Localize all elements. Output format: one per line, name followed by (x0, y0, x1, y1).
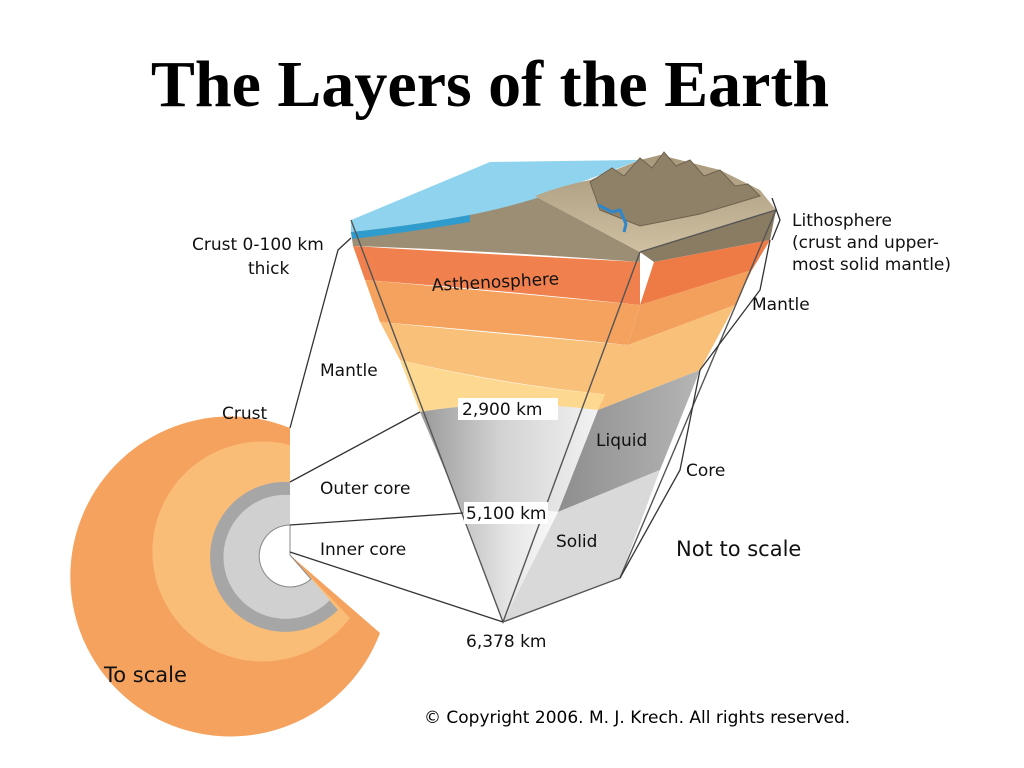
labels: Crust 0-100 km thick Lithosphere (crust … (103, 211, 951, 728)
wedge-left-mid-mantle (380, 322, 628, 395)
inner-core-leader-bottom (289, 551, 504, 623)
wedge-right-asthenosphere (640, 240, 770, 305)
mantle-bracket (699, 239, 771, 371)
wedge-left-asthenosphere (353, 246, 640, 305)
depth-2900-label: 2,900 km (462, 400, 542, 420)
crust-thickness-label-line1: Crust 0-100 km (192, 235, 324, 255)
mantle-left-label: Mantle (320, 361, 378, 381)
leader-lines (289, 197, 781, 623)
mountain-range (589, 151, 761, 227)
copyright-notice: © Copyright 2006. M. J. Krech. All right… (424, 708, 850, 728)
wedge-left-crust (351, 196, 640, 262)
inner-core-leader-top (289, 512, 464, 526)
lithosphere-label-line2: (crust and upper- (792, 233, 939, 253)
lithosphere-bracket (771, 197, 781, 241)
core-bracket (619, 369, 701, 579)
depth-5100-label: 5,100 km (466, 504, 546, 524)
depth-5100-background (464, 502, 548, 524)
crust-label: Crust (222, 404, 267, 424)
wedge-right-crust (640, 210, 776, 262)
wedge-right-inner-core (503, 470, 660, 622)
to-scale-inner-core (258, 524, 312, 588)
to-scale-label: To scale (103, 663, 187, 687)
slide-title: The Layers of the Earth (150, 48, 830, 121)
crust-leader-line (289, 237, 352, 429)
crust-thickness-label-line2: thick (248, 259, 290, 279)
to-scale-section (70, 416, 380, 737)
river (597, 203, 628, 233)
wedge-top-ocean (351, 160, 640, 232)
wedge-left-upper-mantle (365, 280, 640, 345)
not-to-scale-label: Not to scale (676, 537, 801, 561)
wedge-right-outer-core (558, 370, 700, 512)
wedge (350, 151, 777, 624)
solid-label: Solid (556, 532, 597, 552)
depth-6378-label: 6,378 km (466, 632, 546, 652)
inner-core-label: Inner core (320, 540, 406, 560)
wedge-left-lower-mantle (400, 360, 612, 412)
wedge-right-upper-mantle (628, 270, 752, 345)
outer-core-leader-top (289, 411, 421, 483)
wedge-top-ocean-edge (351, 215, 470, 239)
wedge-right-mid-mantle (598, 305, 735, 410)
lithosphere-label-line1: Lithosphere (792, 211, 892, 231)
liquid-label: Liquid (596, 431, 647, 451)
depth-2900-background (458, 398, 558, 420)
outer-core-label: Outer core (320, 479, 411, 499)
core-label: Core (686, 461, 725, 481)
lithosphere-label-line3: most solid mantle) (792, 255, 951, 275)
mantle-right-label: Mantle (752, 295, 810, 315)
